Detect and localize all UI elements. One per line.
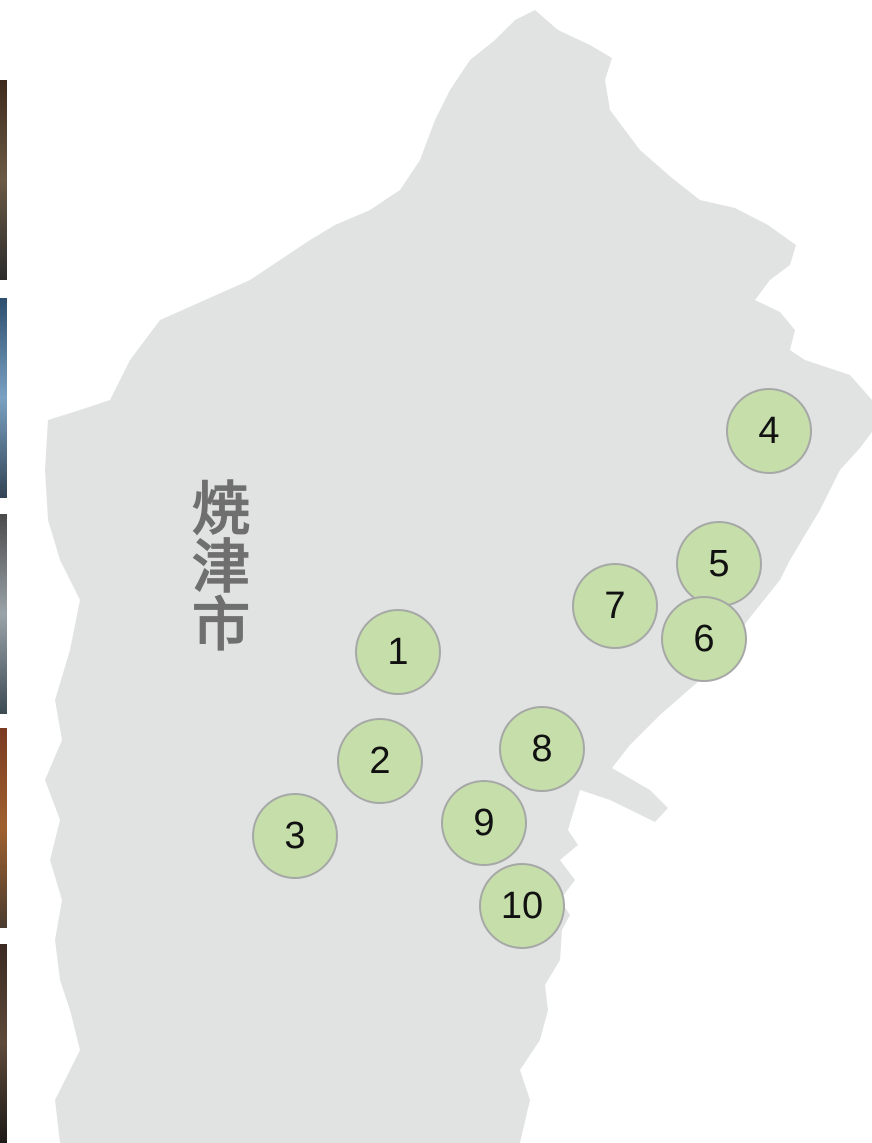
photo-thumbnail[interactable]: [0, 298, 7, 498]
map-marker-9[interactable]: 9: [441, 780, 527, 866]
map-marker-1[interactable]: 1: [355, 609, 441, 695]
map-marker-5[interactable]: 5: [676, 521, 762, 607]
city-region: [45, 10, 872, 1143]
photo-thumbnail[interactable]: [0, 80, 7, 280]
map-marker-6[interactable]: 6: [661, 596, 747, 682]
photo-thumbnail[interactable]: [0, 728, 7, 928]
photo-thumbnail[interactable]: [0, 514, 7, 714]
map-marker-8[interactable]: 8: [499, 706, 585, 792]
map-marker-3[interactable]: 3: [252, 793, 338, 879]
city-name-label: 焼津市: [182, 478, 250, 652]
map-marker-4[interactable]: 4: [726, 388, 812, 474]
photo-thumbnail[interactable]: [0, 944, 7, 1143]
map-marker-2[interactable]: 2: [337, 718, 423, 804]
map-marker-10[interactable]: 10: [479, 863, 565, 949]
map-marker-7[interactable]: 7: [572, 563, 658, 649]
